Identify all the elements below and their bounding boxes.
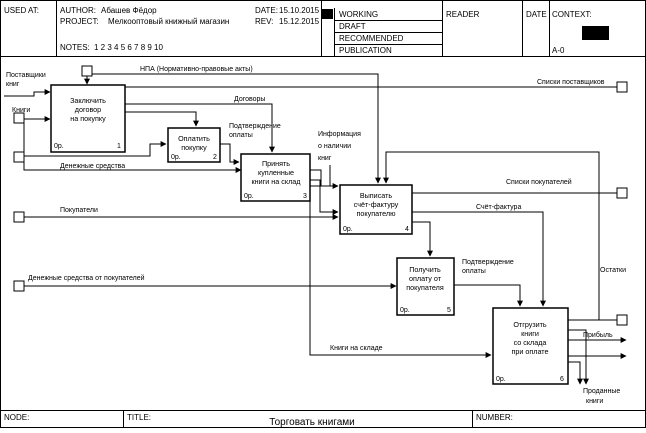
label-info-2: о наличии xyxy=(318,143,351,150)
boundary-markers xyxy=(13,65,628,326)
notes-label: NOTES: xyxy=(60,43,90,52)
box-1-frame xyxy=(50,84,126,153)
label-npa: НПА (Нормативно-правовые акты) xyxy=(140,66,253,73)
label-knigi: Книги xyxy=(12,107,30,114)
box-5-number: 5 xyxy=(447,307,451,314)
label-den-ot-pokupateley: Денежные средства от покупателей xyxy=(28,274,145,282)
date-label: DATE: xyxy=(255,6,278,15)
box-4-number: 4 xyxy=(405,226,409,233)
box-5-line-2: оплату от xyxy=(409,274,442,283)
box-1[interactable]: Заключить договор на покупку 0р. 1 xyxy=(50,84,126,153)
diagram-title: Торговать книгами xyxy=(269,417,354,428)
date2-label: DATE xyxy=(526,10,547,19)
context-thumbnail xyxy=(582,26,609,40)
box-3-number: 3 xyxy=(303,193,307,200)
label-pribyl: Прибыль xyxy=(583,331,613,339)
box-6-cost: 0р. xyxy=(496,376,506,383)
box-4[interactable]: Выписать счёт-фактуру покупателю 0р. 4 xyxy=(339,184,413,235)
box-1-line-3: на покупку xyxy=(70,114,106,123)
label-info-1: Информация xyxy=(318,131,361,138)
label-knigi-na-sklade: Книги на складе xyxy=(330,345,383,352)
box-3-frame xyxy=(240,153,311,202)
label-pokupateli: Покупатели xyxy=(60,207,98,214)
status-recommended: RECOMMENDED xyxy=(339,34,404,43)
box-2-line-2: покупку xyxy=(181,143,207,152)
label-podtv-opl-2b: оплаты xyxy=(462,268,486,275)
box-5-frame xyxy=(396,257,455,316)
box-1-cost: 0р. xyxy=(54,143,64,150)
box-4-cost: 0р. xyxy=(343,226,353,233)
label-podtv-opl-2a: Подтверждение xyxy=(462,259,514,266)
box-5[interactable]: Получить оплату от покупателя 0р. 5 xyxy=(396,257,455,316)
box-5-line-1: Получить xyxy=(409,265,441,274)
box-3-line-2: купленные xyxy=(258,168,294,177)
box-2-frame xyxy=(167,127,221,163)
box-1-line-1: Заключить xyxy=(70,96,106,105)
label-spiski-pokupateley: Списки покупателей xyxy=(506,178,572,186)
reader-label: READER xyxy=(446,10,480,19)
box-3-cost: 0р. xyxy=(244,193,254,200)
node-label: NODE: xyxy=(4,413,29,422)
label-info-3: книг xyxy=(318,155,332,162)
status-working: WORKING xyxy=(339,10,378,19)
box-4-line-2: счёт-фактуру xyxy=(354,200,399,209)
label-postavshiki-2: книг xyxy=(6,81,20,88)
box-3[interactable]: Принять купленные книги на склад 0р. 3 xyxy=(240,153,311,202)
label-prodannye-1: Проданные xyxy=(583,388,620,395)
label-schet-faktura: Счёт-фактура xyxy=(476,204,521,211)
box-1-number: 1 xyxy=(117,143,121,150)
box-6-line-1: Отгрузить xyxy=(513,320,547,329)
working-status-marker xyxy=(322,9,333,19)
label-den-sredstva: Денежные средства xyxy=(60,163,125,170)
status-draft: DRAFT xyxy=(339,22,366,31)
box-6[interactable]: Отгрузить книги со склада при оплате 0р.… xyxy=(492,307,569,385)
box-4-line-3: покупателю xyxy=(357,209,397,218)
box-6-frame xyxy=(492,307,569,385)
author-label: AUTHOR: xyxy=(60,6,96,15)
box-4-line-1: Выписать xyxy=(360,191,393,200)
date-value: 15.10.2015 xyxy=(279,6,320,15)
box-5-line-3: покупателя xyxy=(406,283,444,292)
label-ostatki: Остатки xyxy=(600,267,626,274)
rev-label: REV: xyxy=(255,17,273,26)
label-dogovory: Договоры xyxy=(234,96,265,103)
box-2-cost: 0р. xyxy=(171,154,181,161)
context-label: CONTEXT: xyxy=(552,10,592,19)
box-2[interactable]: Оплатить покупку 0р. 2 xyxy=(167,127,221,163)
box-2-number: 2 xyxy=(213,154,217,161)
project-label: PROJECT: xyxy=(60,17,99,26)
box-6-line-4: при оплате xyxy=(511,347,548,356)
box-4-frame xyxy=(339,184,413,235)
box-6-line-3: со склада xyxy=(514,338,547,347)
used-at-label: USED AT: xyxy=(4,6,39,15)
author-value: Абашев Фёдор xyxy=(101,6,157,15)
node-ref: A-0 xyxy=(552,46,565,55)
box-2-line-1: Оплатить xyxy=(178,134,210,143)
box-3-line-3: книги на склад xyxy=(252,177,302,186)
box-5-cost: 0р. xyxy=(400,307,410,314)
rev-value: 15.12.2015 xyxy=(279,17,320,26)
box-6-number: 6 xyxy=(560,376,564,383)
label-spiski-postavshikov: Списки поставщиков xyxy=(537,79,605,86)
project-value: Мелкооптовый книжный магазин xyxy=(108,17,229,26)
title-label: TITLE: xyxy=(127,413,151,422)
label-podtv-opl-1a: Подтверждение xyxy=(229,123,281,130)
label-prodannye-2: книги xyxy=(586,398,603,405)
box-1-line-2: договор xyxy=(75,105,101,114)
box-3-line-1: Принять xyxy=(262,159,290,168)
footer-frame xyxy=(0,410,646,428)
label-postavshiki-1: Поставщики xyxy=(6,72,46,79)
number-label: NUMBER: xyxy=(476,413,513,422)
box-6-line-2: книги xyxy=(521,329,539,338)
status-publication: PUBLICATION xyxy=(339,46,392,55)
arrows xyxy=(4,73,627,385)
notes-numbers: 1 2 3 4 5 6 7 8 9 10 xyxy=(94,43,163,52)
label-podtv-opl-1b: оплаты xyxy=(229,132,253,139)
